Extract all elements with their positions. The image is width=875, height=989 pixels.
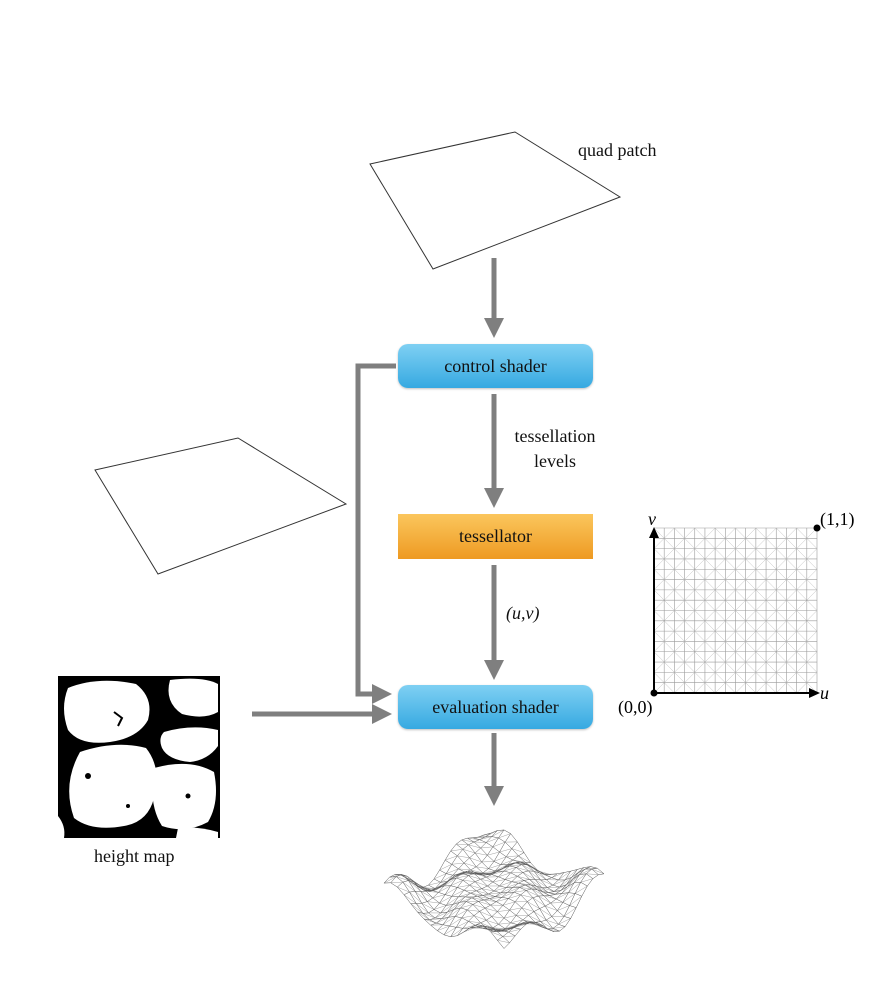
- origin-label: (0,0): [618, 697, 653, 718]
- control-shader-box: control shader: [398, 344, 593, 388]
- origin-point: [650, 689, 658, 697]
- evaluation-shader-box: evaluation shader: [398, 685, 593, 729]
- input-patch-outline: [94, 437, 348, 575]
- u-axis-label: u: [820, 683, 829, 703]
- top-right-label: (1,1): [820, 509, 855, 530]
- output-mesh-wireframe: [383, 829, 605, 949]
- arrow-control-bypass-to-evaluation: [355, 363, 396, 704]
- evaluation-shader-label: evaluation shader: [432, 696, 559, 717]
- tessellator-label: tessellator: [459, 526, 532, 546]
- uv-grid: [653, 527, 818, 694]
- u-axis-arrowhead: [809, 688, 820, 698]
- tessellation-levels-line2: levels: [534, 450, 576, 471]
- quad-patch-label: quad patch: [578, 140, 657, 160]
- height-map-image: [58, 676, 220, 838]
- uv-domain-diagram: v u (0,0) (1,1): [618, 509, 855, 718]
- control-shader-label: control shader: [444, 355, 547, 376]
- top-right-point: [813, 524, 821, 532]
- mesh-lines: [383, 829, 605, 949]
- v-axis-label: v: [648, 509, 656, 529]
- height-map-label: height map: [94, 846, 175, 866]
- quad-patch-outline: [369, 131, 622, 270]
- tessellation-levels-line1: tessellation: [514, 426, 596, 446]
- tessellation-levels-label: tessellation levels: [500, 426, 610, 472]
- uv-output-label: (u,v): [506, 603, 540, 623]
- tessellator-box: tessellator: [398, 514, 593, 559]
- v-axis-arrowhead: [649, 527, 659, 538]
